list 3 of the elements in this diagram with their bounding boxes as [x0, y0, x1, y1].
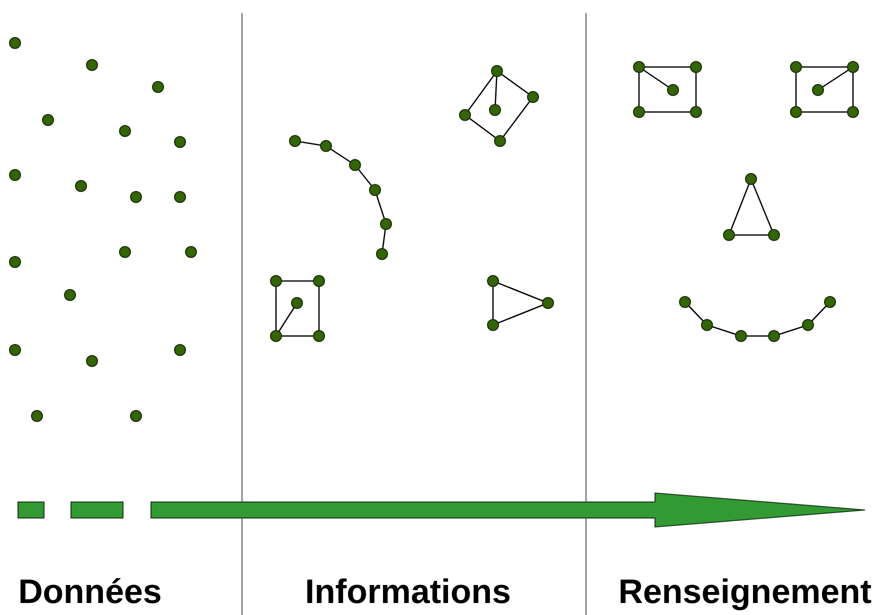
stage-label: Informations	[305, 572, 511, 612]
stage-label: Données	[18, 572, 162, 612]
stage-label: Renseignement	[618, 572, 872, 612]
